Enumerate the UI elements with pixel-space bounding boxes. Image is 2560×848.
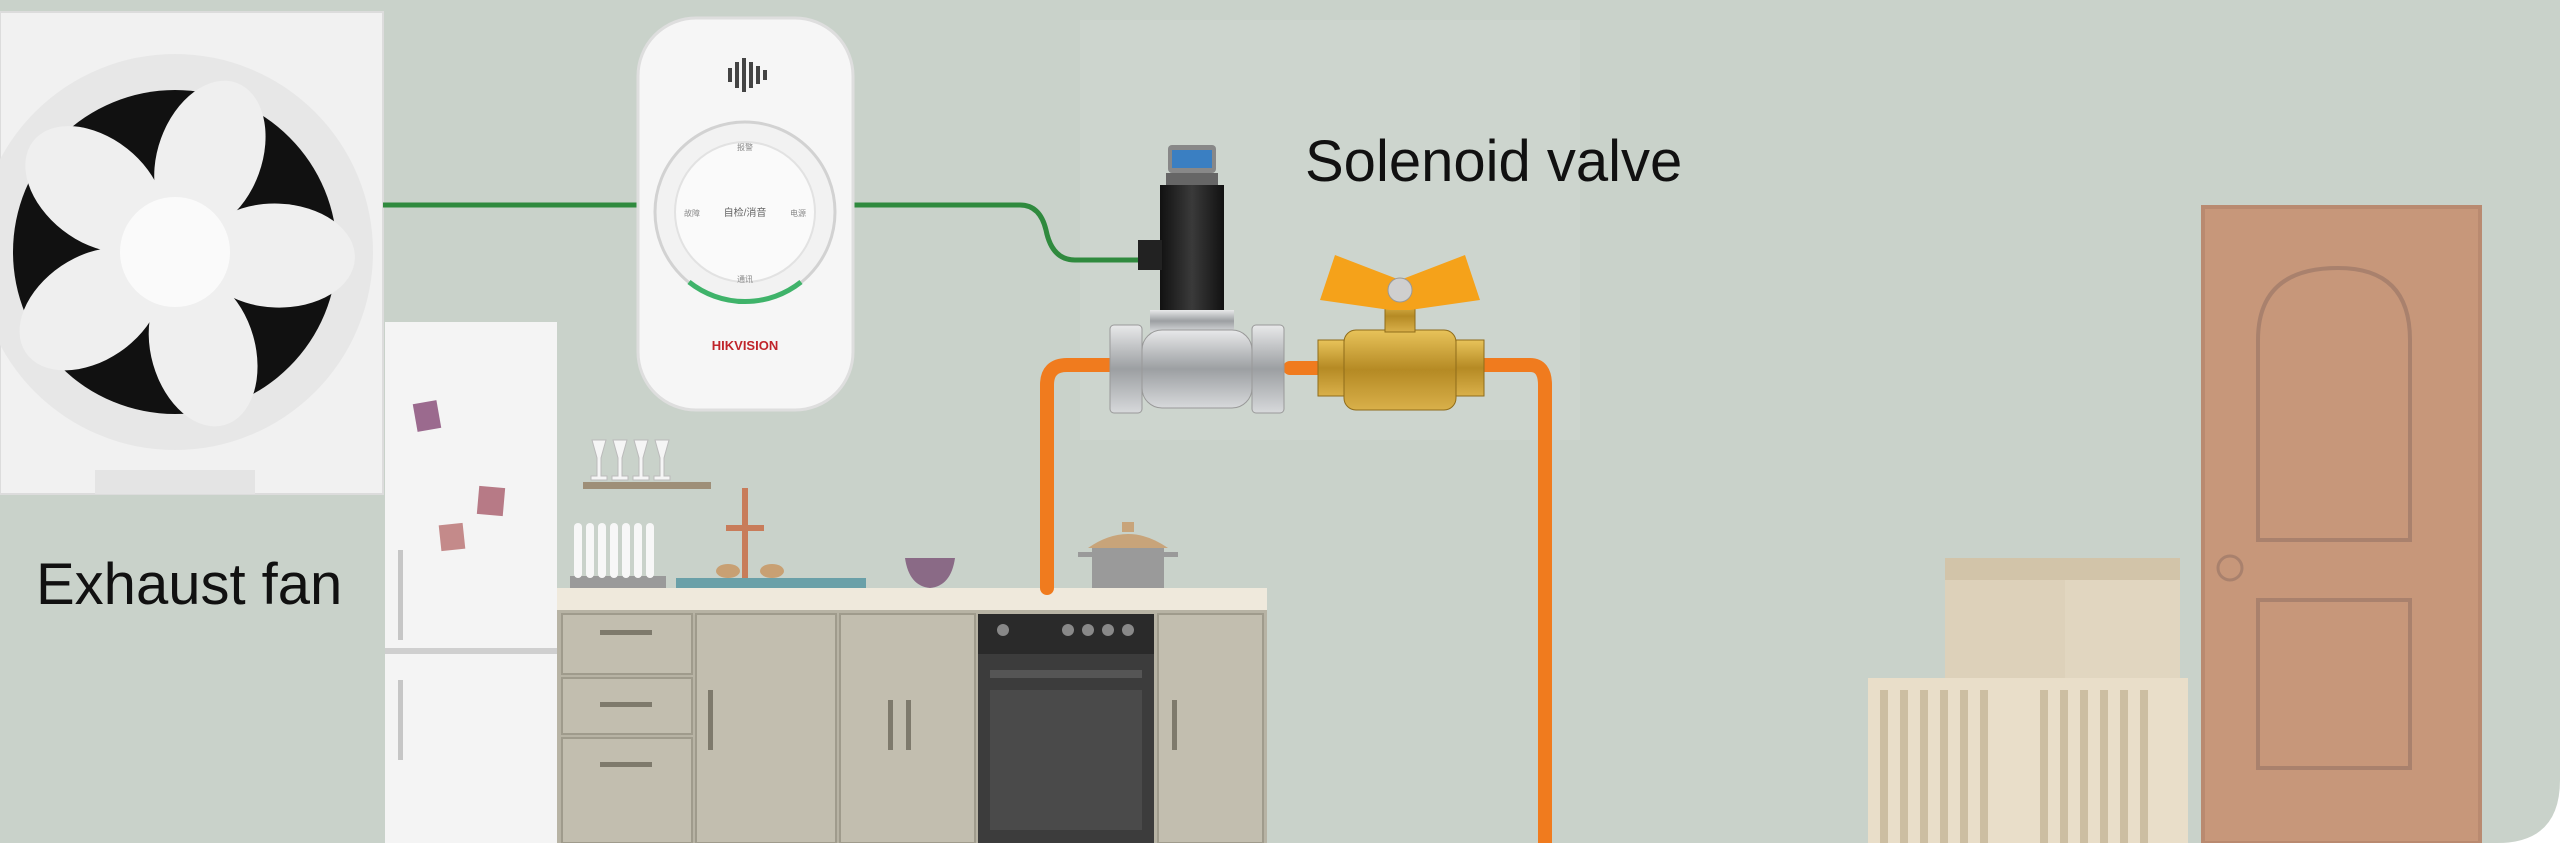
exhaust-fan: [0, 11, 384, 495]
door-icon: [2256, 265, 2412, 770]
fan-icon: [19, 80, 355, 427]
ball-valve: [1317, 255, 1485, 411]
detector-button-label: 自检/消音: [724, 206, 767, 219]
gas-pipe: [1040, 358, 1552, 848]
exhaust-fan-label: Exhaust fan: [36, 552, 343, 617]
solenoid-valve-label: Solenoid valve: [1305, 129, 1683, 194]
kitchen-counter: [557, 439, 1267, 844]
storage-boxes: [1868, 558, 2188, 843]
door: [2201, 205, 2482, 845]
detector-ring-top: 报警: [737, 142, 753, 152]
refrigerator: [385, 322, 557, 843]
valve-icon: [1109, 145, 1285, 414]
solenoid-valve: [1109, 145, 1285, 414]
gas-detector: 自检/消音 报警 故障 电源 通讯 HIKVISION: [636, 16, 855, 412]
detector-brand: HIKVISION: [712, 338, 778, 353]
detector-ring-left: 故障: [684, 208, 700, 218]
signal-wire: [383, 202, 1160, 263]
detector-ring-right: 电源: [790, 208, 806, 218]
detector-ring-bottom: 通讯: [737, 274, 753, 284]
speaker-icon: [728, 58, 767, 92]
